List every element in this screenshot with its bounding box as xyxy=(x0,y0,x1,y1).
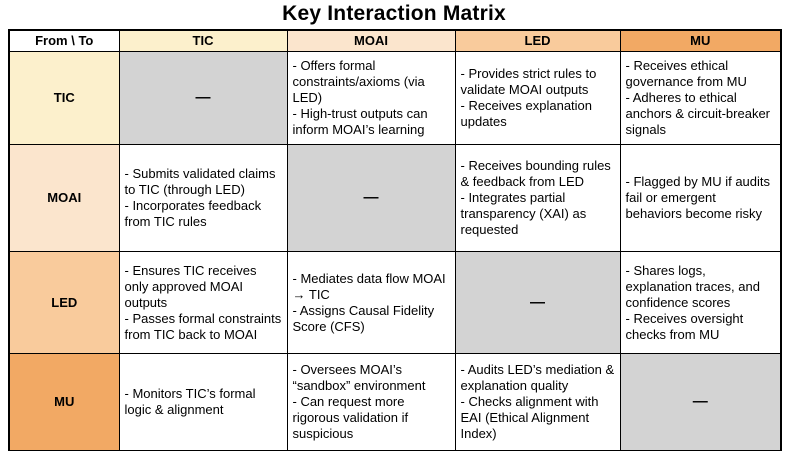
cell-mu-tic: - Monitors TIC’s formal logic & alignmen… xyxy=(118,353,288,451)
cell-mu-led: - Audits LED’s mediation & explanation q… xyxy=(454,353,621,451)
row-led: LED - Ensures TIC receives only approved… xyxy=(8,251,782,354)
cell-text: - Receives bounding rules & feedback fro… xyxy=(460,158,611,189)
cell-moai-moai: — xyxy=(286,144,456,252)
cell-text: - Can request more rigorous validation i… xyxy=(292,393,409,441)
header-row: From \ To TIC MOAI LED MU xyxy=(8,29,782,52)
cell-text: - High-trust outputs can inform MOAI’s l… xyxy=(292,106,428,137)
cell-led-mu: - Shares logs, explanation traces, and c… xyxy=(619,251,782,354)
row-header-mu: MU xyxy=(8,353,120,451)
col-header-led: LED xyxy=(454,29,621,52)
interaction-matrix-table: From \ To TIC MOAI LED MU TIC — - Offers… xyxy=(8,29,782,451)
cell-moai-led: - Receives bounding rules & feedback fro… xyxy=(454,144,621,252)
cell-led-tic: - Ensures TIC receives only approved MOA… xyxy=(118,251,288,354)
row-moai: MOAI - Submits validated claims to TIC (… xyxy=(8,144,782,252)
col-header-moai: MOAI xyxy=(286,29,456,52)
cell-text: - Ensures TIC receives only approved MOA… xyxy=(124,262,257,310)
cell-text: - Passes formal constraints from TIC bac… xyxy=(124,310,282,342)
cell-tic-tic: — xyxy=(118,51,288,145)
cell-text: - Provides strict rules to validate MOAI… xyxy=(460,66,597,97)
col-header-tic: TIC xyxy=(118,29,288,52)
row-header-led: LED xyxy=(8,251,120,354)
col-header-mu: MU xyxy=(619,29,782,52)
row-tic: TIC — - Offers formal constraints/axioms… xyxy=(8,51,782,145)
cell-text: - Assigns Causal Fidelity Score (CFS) xyxy=(292,302,435,334)
row-mu: MU - Monitors TIC’s formal logic & align… xyxy=(8,353,782,451)
cell-text: - Incorporates feedback from TIC rules xyxy=(124,198,262,229)
cell-text: - Oversees MOAI’s “sandbox” environment xyxy=(292,361,426,393)
row-header-moai: MOAI xyxy=(8,144,120,252)
cell-mu-moai: - Oversees MOAI’s “sandbox” environment … xyxy=(286,353,456,451)
cell-text: - Mediates data flow MOAI → TIC xyxy=(292,270,446,302)
cell-text: - Submits validated claims to TIC (throu… xyxy=(124,166,276,197)
cell-text: - Shares logs, explanation traces, and c… xyxy=(625,262,760,310)
cell-text: - Receives ethical governance from MU xyxy=(625,58,747,89)
cell-text: - Monitors TIC’s formal logic & alignmen… xyxy=(124,385,256,417)
cell-text: - Integrates partial transparency (XAI) … xyxy=(460,190,587,237)
cell-tic-mu: - Receives ethical governance from MU - … xyxy=(619,51,782,145)
cell-text: - Audits LED’s mediation & explanation q… xyxy=(460,361,615,393)
cell-text: - Flagged by MU if audits fail or emerge… xyxy=(625,174,771,221)
cell-tic-led: - Provides strict rules to validate MOAI… xyxy=(454,51,621,145)
cell-led-moai: - Mediates data flow MOAI → TIC - Assign… xyxy=(286,251,456,354)
cell-mu-mu: — xyxy=(619,353,782,451)
row-header-tic: TIC xyxy=(8,51,120,145)
page-title: Key Interaction Matrix xyxy=(282,2,506,25)
cell-tic-moai: - Offers formal constraints/axioms (via … xyxy=(286,51,456,145)
cell-text: - Receives explanation updates xyxy=(460,98,593,129)
cell-moai-mu: - Flagged by MU if audits fail or emerge… xyxy=(619,144,782,252)
cell-text: - Checks alignment with EAI (Ethical Ali… xyxy=(460,393,599,441)
cell-text: - Receives oversight checks from MU xyxy=(625,310,744,342)
cell-led-led: — xyxy=(454,251,621,354)
corner-header: From \ To xyxy=(8,29,120,52)
cell-moai-tic: - Submits validated claims to TIC (throu… xyxy=(118,144,288,252)
cell-text: - Adheres to ethical anchors & circuit-b… xyxy=(625,90,771,137)
cell-text: - Offers formal constraints/axioms (via … xyxy=(292,58,425,105)
